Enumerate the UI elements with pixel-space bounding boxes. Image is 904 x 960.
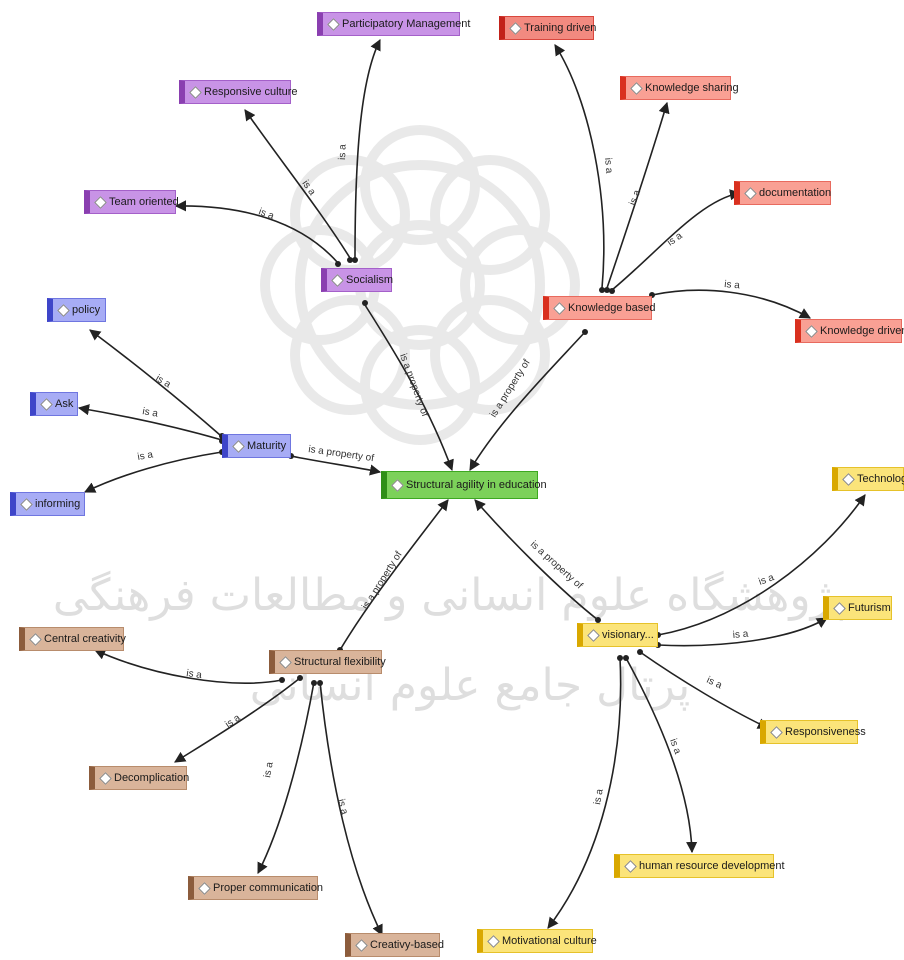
diamond-icon bbox=[99, 771, 112, 785]
label-is-a: is a bbox=[335, 798, 350, 816]
edge-kb-documentation bbox=[611, 189, 742, 291]
label-is-a: is a bbox=[724, 279, 741, 291]
label-is-a: is a bbox=[154, 373, 173, 391]
label-is-a: is a bbox=[186, 668, 203, 681]
edge-socialism-responsive bbox=[244, 109, 351, 259]
diamond-icon bbox=[509, 21, 522, 35]
diamond-icon bbox=[391, 478, 404, 492]
node-ask[interactable]: Ask bbox=[30, 392, 78, 416]
edge-visionary-hrd bbox=[625, 657, 698, 854]
diamond-icon bbox=[630, 81, 643, 95]
node-training-driven[interactable]: Training driven bbox=[499, 16, 596, 40]
label-is-a: is a bbox=[137, 449, 155, 463]
diamond-icon bbox=[232, 439, 245, 453]
edge-maturity-policy bbox=[89, 329, 221, 436]
diamond-icon bbox=[770, 725, 783, 739]
edge-visionary-responsiveness bbox=[639, 651, 770, 729]
node-knowledge-sharing[interactable]: Knowledge sharing bbox=[620, 76, 739, 100]
label-is-a: is a bbox=[300, 178, 318, 197]
label-is-a: is a bbox=[665, 230, 684, 248]
node-responsive-culture[interactable]: Responsive culture bbox=[179, 80, 298, 104]
node-informing[interactable]: informing bbox=[10, 492, 85, 516]
diamond-icon bbox=[805, 324, 818, 338]
edge-visionary-motivational bbox=[547, 657, 622, 929]
diamond-icon bbox=[198, 881, 211, 895]
node-maturity[interactable]: Maturity bbox=[222, 434, 291, 458]
diamond-icon bbox=[94, 195, 107, 209]
label-is-a: is a bbox=[257, 206, 276, 222]
label-is-a: is a bbox=[732, 629, 749, 641]
edge-flex-creativity bbox=[319, 681, 383, 937]
node-central-creativity[interactable]: Central creativity bbox=[19, 627, 126, 651]
label-is-a: is a bbox=[602, 157, 614, 174]
edge-socialism-participatory bbox=[354, 38, 381, 259]
node-structural-agility[interactable]: Structural agility in education bbox=[381, 471, 547, 499]
edge-visionary-center bbox=[474, 499, 599, 621]
label-is-property-of: is a property of bbox=[488, 357, 532, 419]
node-technology[interactable]: Technology bbox=[832, 467, 904, 491]
node-futurism[interactable]: Futurism bbox=[823, 596, 892, 620]
diamond-icon bbox=[279, 655, 292, 669]
edge-flex-decomplication bbox=[174, 677, 301, 763]
node-decomplication[interactable]: Decomplication bbox=[89, 766, 189, 790]
edge-visionary-technology bbox=[657, 494, 866, 636]
node-proper-communication[interactable]: Proper communication bbox=[188, 876, 323, 900]
edge-maturity-informing bbox=[83, 451, 223, 493]
label-is-property-of: is a property of bbox=[397, 352, 430, 418]
diamond-icon bbox=[29, 632, 42, 646]
diamond-icon bbox=[587, 628, 600, 642]
label-is-a: is a bbox=[262, 761, 276, 779]
diamond-icon bbox=[553, 301, 566, 315]
edge-kb-center bbox=[469, 331, 586, 471]
diamond-icon bbox=[624, 859, 637, 873]
edge-kb-sharing bbox=[606, 101, 670, 289]
edge-maturity-ask bbox=[77, 404, 223, 441]
diamond-icon bbox=[355, 938, 368, 952]
diamond-icon bbox=[842, 472, 855, 486]
diamond-icon bbox=[327, 17, 340, 31]
diamond-icon bbox=[57, 303, 70, 317]
node-knowledge-based[interactable]: Knowledge based bbox=[543, 296, 655, 320]
node-socialism[interactable]: Socialism bbox=[321, 268, 393, 292]
diamond-icon bbox=[40, 397, 53, 411]
watermark-line1: پژوهشگاه علوم انسانی و مطالعات فرهنگی bbox=[53, 570, 847, 621]
label-is-a: is a bbox=[223, 712, 242, 730]
edge-flex-central bbox=[93, 649, 283, 684]
node-motivational-culture[interactable]: Motivational culture bbox=[477, 929, 597, 953]
edge-socialism-center bbox=[364, 304, 454, 472]
label-is-a: is a bbox=[705, 675, 724, 692]
node-documentation[interactable]: documentation bbox=[734, 181, 831, 205]
diamond-icon bbox=[189, 85, 202, 99]
label-is-a: is a bbox=[141, 406, 159, 420]
edge-flex-center bbox=[339, 499, 449, 651]
node-human-resource-development[interactable]: human resource development bbox=[614, 854, 785, 878]
diamond-icon bbox=[20, 497, 33, 511]
node-visionary[interactable]: visionary... bbox=[577, 623, 658, 647]
node-responsiveness[interactable]: Responsiveness bbox=[760, 720, 866, 744]
edge-kb-training bbox=[554, 44, 605, 289]
node-structural-flexibility[interactable]: Structural flexibility bbox=[269, 650, 386, 674]
label-is-a: is a bbox=[337, 144, 349, 160]
node-creativity-based[interactable]: Creativy-based bbox=[345, 933, 444, 957]
edge-maturity-center bbox=[290, 455, 382, 476]
diamond-icon bbox=[833, 601, 846, 615]
diamond-icon bbox=[744, 186, 757, 200]
edge-flex-proper bbox=[257, 681, 315, 874]
node-knowledge-driven[interactable]: Knowledge driven bbox=[795, 319, 904, 343]
node-team-oriented[interactable]: Team oriented bbox=[84, 190, 179, 214]
label-is-a: is a bbox=[667, 737, 683, 756]
edge-socialism-team bbox=[174, 200, 339, 264]
label-is-a: is a bbox=[627, 188, 643, 207]
label-is-a: is a bbox=[592, 788, 606, 806]
node-policy[interactable]: policy bbox=[47, 298, 106, 322]
diamond-icon bbox=[487, 934, 500, 948]
label-is-property-of: is a property of bbox=[360, 549, 404, 611]
edge-visionary-futurism bbox=[657, 617, 828, 647]
node-participatory-management[interactable]: Participatory Management bbox=[317, 12, 470, 36]
label-is-a: is a bbox=[757, 572, 776, 588]
edge-kb-driven bbox=[651, 289, 811, 319]
diamond-icon bbox=[331, 273, 344, 287]
